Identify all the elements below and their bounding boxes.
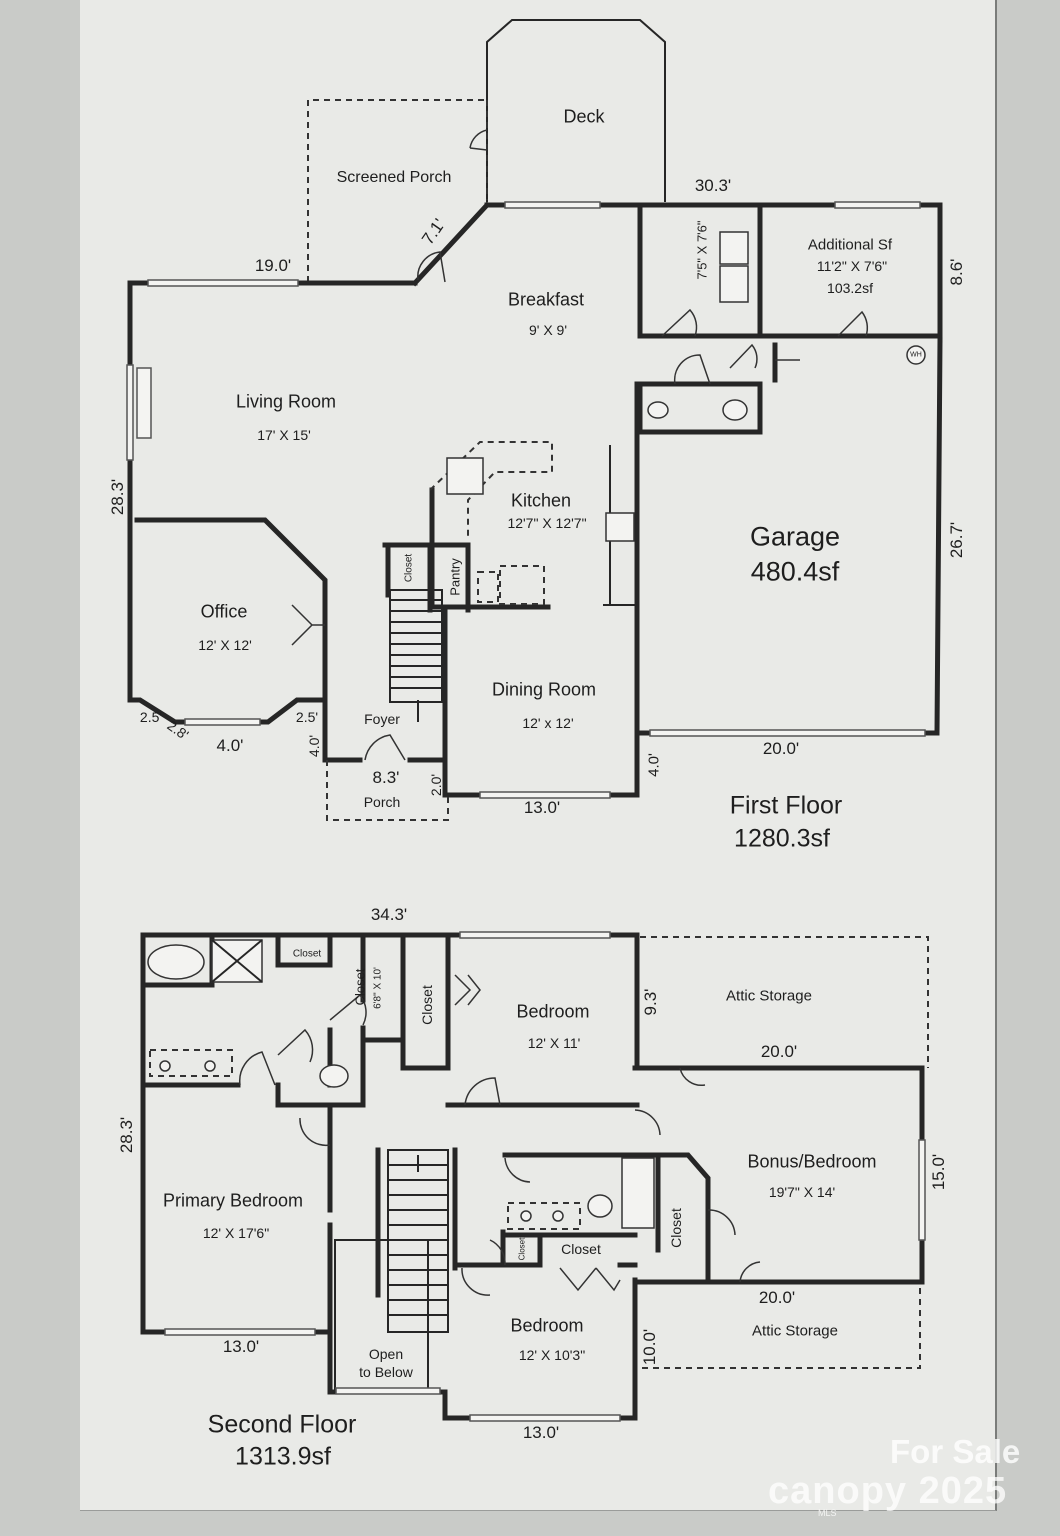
bedroom-2-label: Bedroom [510,1315,584,1336]
open-to-below-label-2: to Below [359,1364,413,1380]
dim-2-5-left: 2.5' [139,709,163,725]
additional-sf-label: Additional Sf [807,236,893,254]
dim-34-3: 34.3' [370,905,408,924]
dining-room-dimensions: 12' x 12' [522,715,574,731]
dim-10-0: 10.0' [640,1328,659,1366]
dim-20-0: 20.0' [762,739,800,758]
watermark-mls: MLS [818,1508,837,1518]
walk-in-closet-dimensions: 6'8" X 10' [372,967,384,1009]
dining-room-label: Dining Room [491,679,597,700]
watermark-brand: canopy 2025 [768,1470,1008,1512]
dim-26-7: 26.7' [947,521,966,559]
bedroom-2-dimensions: 12' X 10'3" [518,1347,586,1363]
screened-porch-label: Screened Porch [336,169,452,186]
screened-porch-outline [307,99,488,282]
additional-sf-dimensions: 11'2" X 7'6" [816,258,888,274]
dim-28-3: 28.3' [108,478,127,516]
second-floor-area: 1313.9sf [235,1442,331,1471]
second-floor-doors [238,974,761,1296]
deck-outline [486,19,666,202]
breakfast-dimensions: 9' X 9' [528,322,568,338]
second-floor-windows [164,931,926,1422]
living-room-dimensions: 17' X 15' [257,427,311,443]
second-floor-walls [140,932,925,1421]
attic-storage-2-label: Attic Storage [752,1322,838,1340]
garage-area: 480.4sf [750,556,840,587]
first-floor-fixtures [647,231,926,421]
dim-13-0: 13.0' [523,798,561,817]
breakfast-label: Breakfast [507,289,585,310]
small-closet-label: Closet [517,1237,527,1261]
pantry-label: Pantry [447,558,463,596]
dim-2-5-right: 2.5' [295,709,319,725]
dim-4-0-foyer: 4.0' [306,734,322,758]
open-to-below-label: Open [368,1346,404,1362]
primary-bedroom-label: Primary Bedroom [162,1190,304,1211]
porch-label: Porch [363,794,401,810]
dim-4-0-garage: 4.0' [645,753,663,777]
bedroom-1-dimensions: 12' X 11' [527,1035,581,1051]
office-label: Office [200,601,248,622]
dim-8-6: 8.6' [947,258,966,286]
closet-top-label: Closet [292,948,322,960]
second-floor-title: Second Floor [207,1410,357,1439]
living-room-label: Living Room [235,391,337,412]
bonus-bedroom-dimensions: 19'7" X 14' [768,1184,836,1200]
attic-storage-outlines [640,936,929,1369]
first-floor-windows [126,201,926,799]
first-floor-stairs [389,589,443,722]
primary-bedroom-dimensions: 12' X 17'6" [202,1225,270,1241]
kitchen-dimensions: 12'7" X 12'7" [507,515,587,531]
laundry-dimensions: 7'5" X 7'6" [694,220,710,280]
bath-closet-label: Closet [561,1241,601,1257]
attic-storage-1-label: Attic Storage [726,987,812,1005]
first-floor-title: First Floor [729,791,843,820]
dim-30-3: 30.3' [694,176,732,195]
dim-9-3: 9.3' [641,988,660,1016]
bedroom-1-label: Bedroom [516,1001,590,1022]
kitchen-island [429,441,635,605]
bonus-closet-label: Closet [668,1208,684,1248]
dim-19-0: 19.0' [254,256,292,275]
kitchen-label: Kitchen [510,490,572,511]
second-floor-fixtures [147,939,655,1391]
dim-8-3: 8.3' [372,768,400,787]
dim-13-0-bedroom: 13.0' [522,1423,560,1442]
deck-label: Deck [563,106,605,127]
dim-13-0-primary: 13.0' [222,1337,260,1356]
closet-label: Closet [403,553,415,583]
additional-sf-area: 103.2sf [827,280,873,296]
dim-20-0-upper: 20.0' [760,1042,798,1061]
bonus-bedroom-label: Bonus/Bedroom [747,1151,877,1172]
dim-2-0: 2.0' [428,773,444,797]
dim-15-0: 15.0' [929,1153,948,1191]
first-floor-area: 1280.3sf [734,824,830,853]
hall-closet-label: Closet [419,985,435,1025]
dim-28-3-second: 28.3' [117,1116,136,1154]
dim-4-0-office: 4.0' [216,736,244,755]
office-dimensions: 12' X 12' [198,637,252,653]
dim-20-0-lower: 20.0' [758,1288,796,1307]
watermark-for-sale: For Sale [890,1433,1021,1470]
foyer-label: Foyer [364,711,400,727]
walk-in-closet-label: Closet [352,968,368,1006]
water-heater-label: WH [910,351,922,359]
garage-label: Garage [749,521,841,552]
first-floor-doors [291,129,869,761]
